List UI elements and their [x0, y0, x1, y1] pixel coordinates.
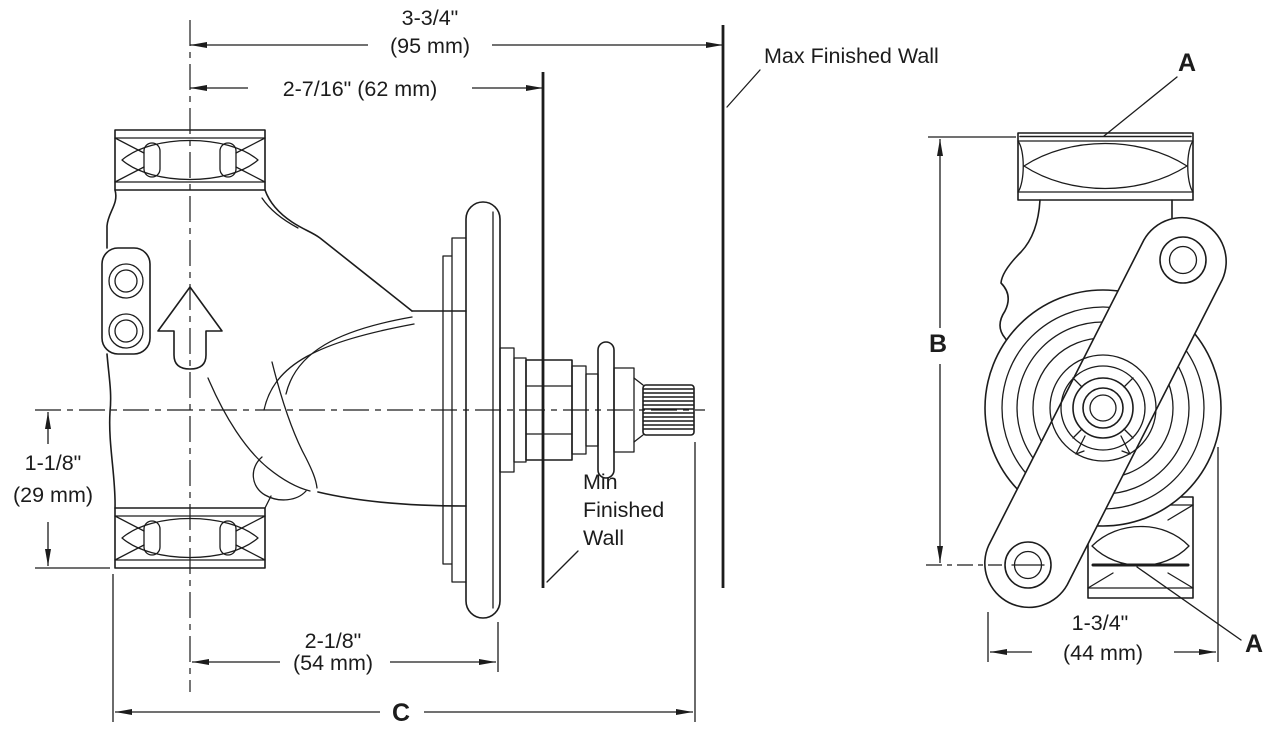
leader-line: [1136, 566, 1242, 641]
dim-c-label: C: [392, 699, 410, 727]
flow-direction-arrow-icon: [157, 286, 223, 370]
valve-body-side: [101, 129, 467, 569]
max-finished-wall-label: Max Finished Wall: [726, 44, 939, 108]
front-top-hex-nut: [1017, 132, 1194, 201]
splined-stem-end: [633, 377, 695, 443]
min-finished-wall-label: Min Finished Wall: [546, 470, 664, 583]
front-view: B A A 1-3/4" (44 mm): [926, 49, 1263, 665]
max-wall-text: Max Finished Wall: [764, 44, 939, 68]
side-view: 3-3/4" (95 mm) 2-7/16" (62 mm) Max Finis…: [13, 6, 939, 727]
dim-62-label: 2-7/16" (62 mm): [283, 77, 438, 101]
leader-line: [1103, 76, 1178, 137]
body-neck: [207, 189, 467, 509]
a-bottom-text: A: [1245, 630, 1263, 658]
bottom-hex-nut: [114, 507, 266, 569]
dimension-body-width: 1-3/4" (44 mm): [987, 447, 1219, 665]
min-wall-text-1: Min: [583, 470, 618, 494]
cartridge-stem-front: [1072, 377, 1134, 455]
label-a-bottom: A: [1091, 563, 1263, 658]
dim-44-inch-label: 1-3/4": [1072, 611, 1129, 635]
mounting-plate-front: [984, 216, 1227, 609]
label-a-top: A: [1103, 49, 1196, 137]
dim-29-mm-label: (29 mm): [13, 483, 93, 507]
dimension-overall-depth: 3-3/4" (95 mm): [190, 6, 723, 58]
dimension-min-depth: 2-7/16" (62 mm): [190, 77, 543, 101]
dimension-plate-offset: 2-1/8" (54 mm): [192, 622, 499, 675]
dim-54-mm-label: (54 mm): [293, 651, 373, 675]
min-wall-text-3: Wall: [583, 526, 624, 550]
dim-95-inch-label: 3-3/4": [402, 6, 459, 30]
dim-95-mm-label: (95 mm): [390, 34, 470, 58]
dimension-b: B: [926, 136, 1016, 566]
leader-line: [546, 550, 579, 583]
centerlines: [35, 20, 705, 692]
mounting-hole-bottom: [1004, 541, 1052, 589]
service-stops-bracket: [101, 189, 151, 509]
dim-54-inch-label: 2-1/8": [305, 629, 362, 653]
mounting-strap: [984, 216, 1227, 609]
dim-44-mm-label: (44 mm): [1063, 641, 1143, 665]
dimension-supply-offset: 1-1/8" (29 mm): [13, 412, 110, 569]
dim-b-label: B: [929, 330, 947, 358]
valve-stem-side: [499, 341, 695, 479]
a-top-text: A: [1178, 49, 1196, 77]
min-wall-text-2: Finished: [583, 498, 664, 522]
leader-line: [726, 69, 761, 108]
dim-29-inch-label: 1-1/8": [25, 451, 82, 475]
top-hex-nut: [114, 129, 266, 191]
mounting-hole-top: [1159, 236, 1207, 284]
dimension-c: C: [112, 442, 696, 727]
